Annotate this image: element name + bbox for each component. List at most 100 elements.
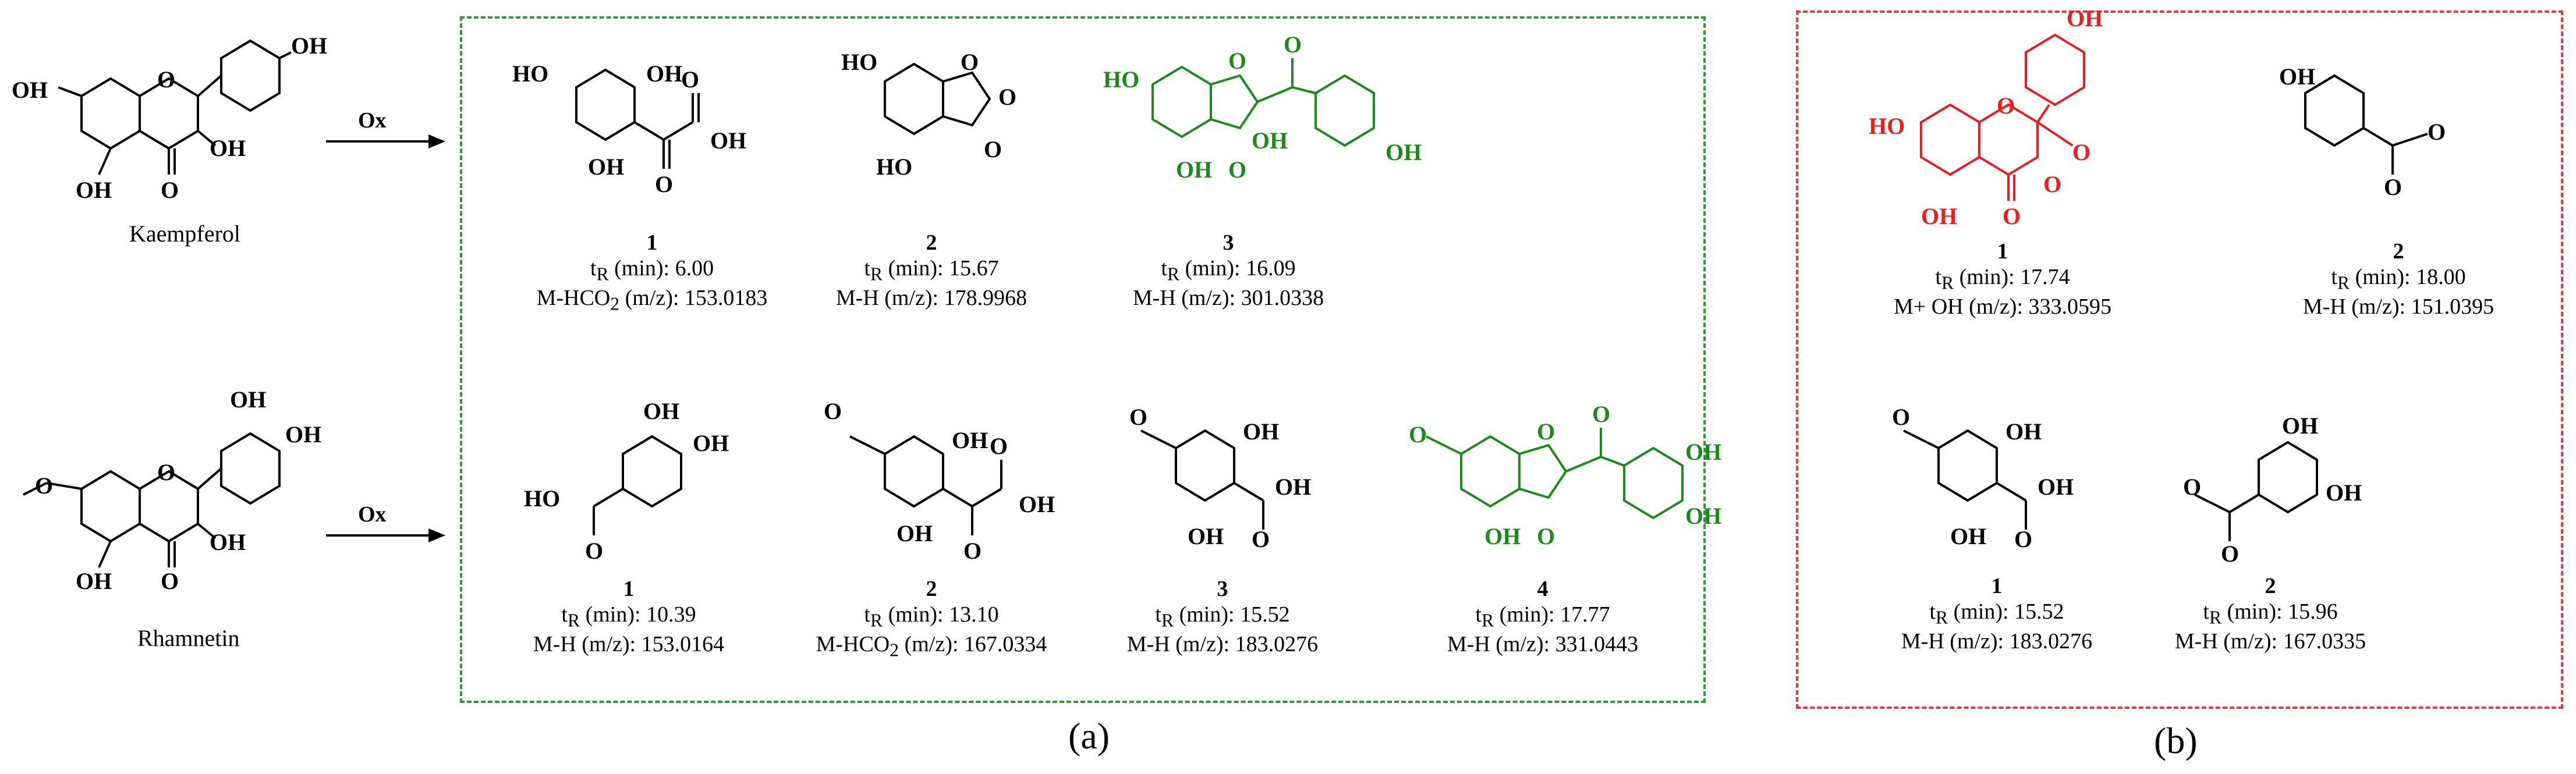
b4-oh-4: OH xyxy=(2326,480,2362,506)
a2-4-oh-bottom: OH xyxy=(1484,523,1521,549)
panel-b-caption: (b) xyxy=(2154,720,2198,761)
a2-4-oh-4p: OH xyxy=(1685,503,1721,529)
a-row2-prod4-structure xyxy=(1426,428,1684,520)
b1-o-keto: O xyxy=(2003,203,2021,229)
a2-3-oh-acid: OH xyxy=(1275,474,1311,500)
b2-o-keto: O xyxy=(2384,174,2402,200)
rhamnetin-o-methoxy: O xyxy=(35,473,53,499)
b-prod4-structure xyxy=(2194,441,2318,541)
a2-4-o-keto: O xyxy=(1592,401,1610,427)
kaempferol-name: Kaempferol xyxy=(129,221,241,247)
reagent-label-row2: Ox xyxy=(358,502,387,527)
a2-3-o-methoxy: O xyxy=(1129,404,1147,430)
a-row2-prod1-structure xyxy=(593,435,682,535)
kaempferol-structure xyxy=(58,39,292,175)
a2-2-o-keto: O xyxy=(963,538,981,564)
panel-b-box xyxy=(1796,10,2563,709)
a2-2-oh-bottom: OH xyxy=(897,520,933,546)
a1-3-oh: OH xyxy=(1252,127,1288,154)
a2-2-oh-acid: OH xyxy=(1019,491,1055,517)
b3-oh-acid: OH xyxy=(2038,474,2074,500)
b-prod2-label: 2 tR (min): 18.00 M-H (m/z): 151.0395 xyxy=(2302,239,2494,319)
a1-2-o-keto: O xyxy=(984,136,1002,162)
rhamnetin-o-4: O xyxy=(161,568,179,594)
a2-3-oh-bottom: OH xyxy=(1188,523,1224,549)
a2-1-oh-3: OH xyxy=(643,398,679,424)
a1-2-ho: HO xyxy=(841,49,877,75)
kaempferol-oh-3: OH xyxy=(210,135,246,161)
a2-2-oh-top: OH xyxy=(952,427,988,453)
a1-1-oh-bottom: OH xyxy=(588,154,624,180)
a1-1-oh-acid: OH xyxy=(710,127,746,154)
b1-o-ring: O xyxy=(1997,93,2015,119)
a1-1-ho: HO xyxy=(512,61,548,87)
b1-ho: HO xyxy=(1869,113,1905,139)
reagent-label-row1: Ox xyxy=(358,108,387,133)
a-row2-prod1-label: 1 tR (min): 10.39 M-H (m/z): 153.0164 xyxy=(533,577,725,656)
a-row2-prod3-structure xyxy=(1140,429,1264,530)
a1-3-o-ring: O xyxy=(1228,48,1246,74)
a-row1-prod3-structure xyxy=(1151,58,1375,147)
panel-a-box xyxy=(460,16,1706,703)
b-prod3-structure xyxy=(1903,429,2027,530)
a2-4-o-bottom: O xyxy=(1537,523,1555,549)
b-prod1-structure xyxy=(1920,33,2085,201)
rhamnetin-o-ring: O xyxy=(157,459,175,485)
rhamnetin-oh-3p: OH xyxy=(230,386,266,413)
a2-3-o-acid: O xyxy=(1252,526,1270,552)
a2-1-ho-acid: HO xyxy=(524,485,560,512)
b2-o-ester: O xyxy=(2428,119,2446,145)
arrow-row2 xyxy=(326,528,446,542)
a1-1-o-acid: O xyxy=(681,66,699,93)
a-row2-prod4-label: 4 tR (min): 17.77 M-H (m/z): 331.0443 xyxy=(1447,577,1639,656)
a2-4-oh-3p: OH xyxy=(1685,439,1721,465)
a1-2-o-lactone: O xyxy=(998,84,1016,110)
b3-o-acid: O xyxy=(2014,526,2032,552)
a2-4-o-ring: O xyxy=(1537,418,1555,445)
kaempferol-oh-7: OH xyxy=(12,77,48,103)
a-row1-prod3-label: 3 tR (min): 16.09 M-H (m/z): 301.0338 xyxy=(1132,230,1324,310)
a1-3-ho: HO xyxy=(1103,66,1139,93)
a-row1-prod2-structure xyxy=(884,62,991,136)
a2-1-oh-4: OH xyxy=(693,430,729,456)
a1-2-o-ring: O xyxy=(961,49,979,75)
a-row2-prod2-label: 2 tR (min): 13.10 M-HCO2 (m/z): 167.0334 xyxy=(816,577,1047,661)
b3-o-methoxy: O xyxy=(1892,404,1910,430)
panel-a-caption: (a) xyxy=(1068,715,1110,757)
a2-2-o-acid: O xyxy=(990,433,1008,459)
rhamnetin-oh-5: OH xyxy=(76,568,112,594)
a1-3-oh-phenol: OH xyxy=(1386,139,1422,165)
a2-2-o-methoxy: O xyxy=(824,398,842,424)
a2-4-o-methoxy: O xyxy=(1409,421,1427,448)
a1-3-oh-bottom: OH xyxy=(1176,157,1212,183)
a1-1-oh-top: OH xyxy=(646,61,682,87)
b3-oh-bottom: OH xyxy=(1950,523,1986,549)
a2-3-oh-top: OH xyxy=(1243,418,1279,445)
kaempferol-o-ring: O xyxy=(157,66,175,93)
b4-oh-3: OH xyxy=(2282,413,2318,439)
b-prod4-label: 2 tR (min): 15.96 M-H (m/z): 167.0335 xyxy=(2174,574,2366,654)
kaempferol-o-4: O xyxy=(161,177,179,203)
rhamnetin-name: Rhamnetin xyxy=(137,625,240,651)
b1-o-methoxy: O xyxy=(2072,139,2090,165)
b2-oh: OH xyxy=(2279,63,2315,90)
b1-o-3: O xyxy=(2043,171,2061,197)
rhamnetin-oh-4p: OH xyxy=(285,421,321,448)
b-prod2-structure xyxy=(2304,74,2428,175)
b-prod1-label: 1 tR (min): 17.74 M+ OH (m/z): 333.0595 xyxy=(1894,239,2111,319)
a-row1-prod1-structure xyxy=(575,68,700,169)
a-row1-prod1-label: 1 tR (min): 6.00 M-HCO2 (m/z): 153.0183 xyxy=(536,230,768,314)
rhamnetin-structure xyxy=(23,432,281,568)
kaempferol-oh-4p: OH xyxy=(291,33,327,59)
b3-oh-top: OH xyxy=(2005,418,2042,445)
b4-o-ester: O xyxy=(2183,474,2201,500)
b4-o-keto: O xyxy=(2221,541,2239,567)
b1-oh-4p: OH xyxy=(2067,5,2103,31)
b-prod3-label: 1 tR (min): 15.52 M-H (m/z): 183.0276 xyxy=(1901,574,2093,654)
arrow-row1 xyxy=(326,134,446,148)
rhamnetin-oh-3: OH xyxy=(210,529,246,555)
a2-1-o-acid: O xyxy=(585,538,603,564)
b1-oh-bottom: OH xyxy=(1921,203,1957,229)
